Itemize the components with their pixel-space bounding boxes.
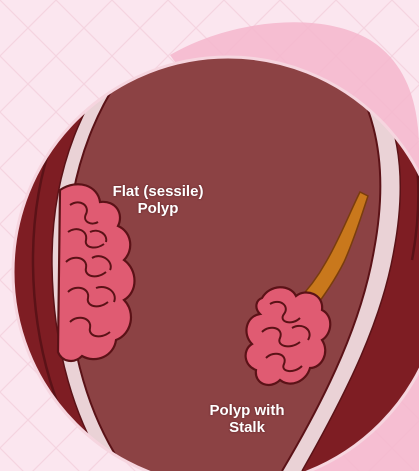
sessile-polyp-label-line1: Flat (sessile) xyxy=(92,183,224,200)
sessile-polyp-label-line2: Polyp xyxy=(92,200,224,217)
stalk-polyp-label-line2: Stalk xyxy=(182,419,312,436)
stalk-polyp-label-line1: Polyp with xyxy=(182,402,312,419)
stalk-polyp-label: Polyp with Stalk xyxy=(182,402,312,436)
sessile-polyp-label: Flat (sessile) Polyp xyxy=(92,183,224,217)
